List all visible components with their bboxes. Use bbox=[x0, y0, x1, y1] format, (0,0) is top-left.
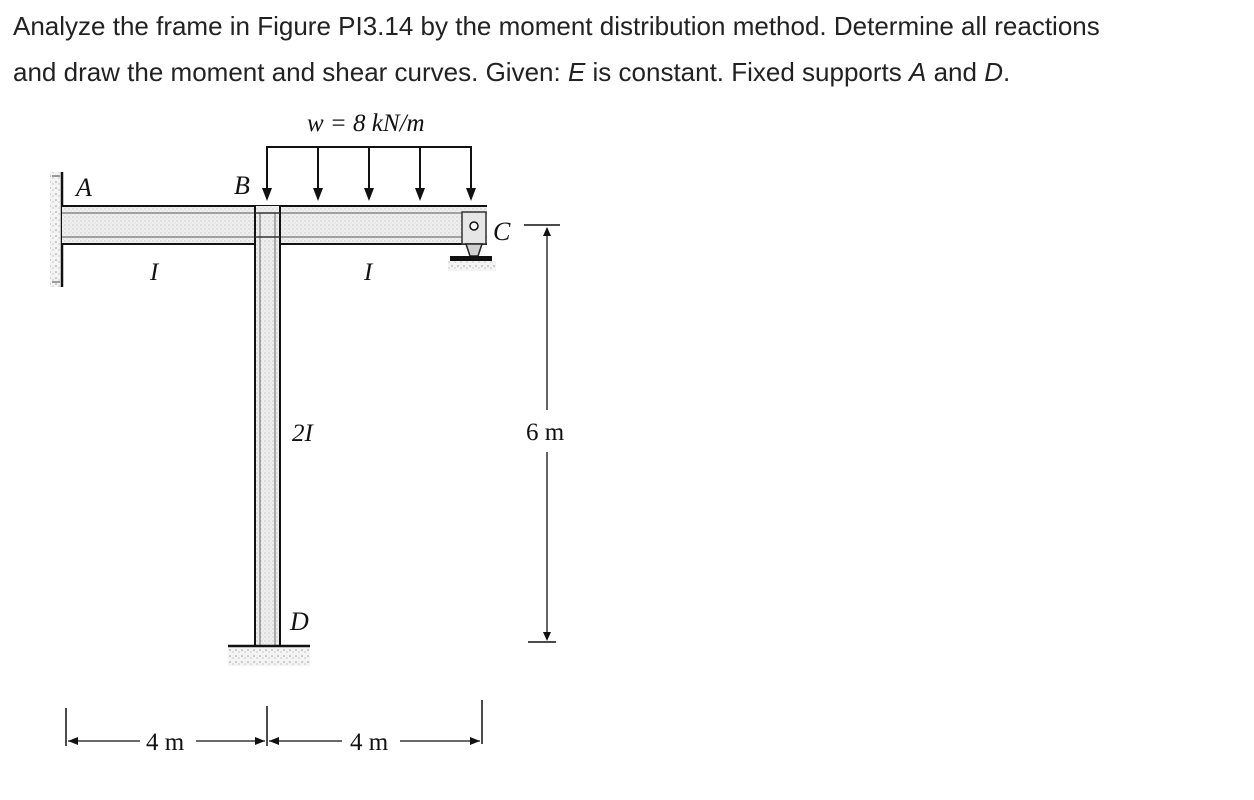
load-arrow bbox=[466, 147, 476, 201]
problem-line-2-end: . bbox=[1002, 57, 1011, 87]
problem-line-2b: is constant. Fixed supports bbox=[585, 57, 910, 87]
problem-line-1: Analyze the frame in Figure PI3.14 by th… bbox=[13, 11, 1100, 41]
node-label-d: D bbox=[289, 607, 309, 636]
node-label-b: B bbox=[234, 171, 250, 200]
load-arrow bbox=[313, 147, 323, 201]
inertia-label-bd: 2I bbox=[292, 420, 315, 447]
inertia-label-ab: I bbox=[149, 259, 160, 286]
span-ab-label: 4 m bbox=[146, 729, 185, 756]
inertia-label-bc: I bbox=[363, 259, 374, 286]
problem-line-2a: and draw the moment and shear curves. Gi… bbox=[13, 57, 568, 87]
symbol-e: E bbox=[567, 57, 586, 87]
problem-statement: Analyze the frame in Figure PI3.14 by th… bbox=[13, 3, 1238, 95]
load-arrow bbox=[364, 147, 374, 201]
pin-support-c bbox=[448, 211, 496, 271]
height-dimension bbox=[524, 224, 560, 643]
height-dimension-label: 6 m bbox=[526, 419, 565, 446]
load-arrow bbox=[262, 147, 272, 201]
span-bc-label: 4 m bbox=[350, 729, 389, 756]
distributed-load bbox=[262, 146, 476, 201]
load-arrow bbox=[415, 147, 425, 201]
support-d-ref: D bbox=[984, 57, 1003, 87]
fixed-support-d bbox=[228, 644, 310, 666]
support-a-ref: A bbox=[909, 57, 927, 87]
load-label: w = 8 kN/m bbox=[307, 110, 425, 137]
fixed-support-a bbox=[50, 172, 64, 287]
node-label-a: A bbox=[74, 173, 92, 202]
problem-line-2-and: and bbox=[926, 57, 985, 87]
column-bd bbox=[254, 206, 281, 646]
span-dimension bbox=[65, 700, 483, 746]
node-label-c: C bbox=[493, 217, 511, 246]
